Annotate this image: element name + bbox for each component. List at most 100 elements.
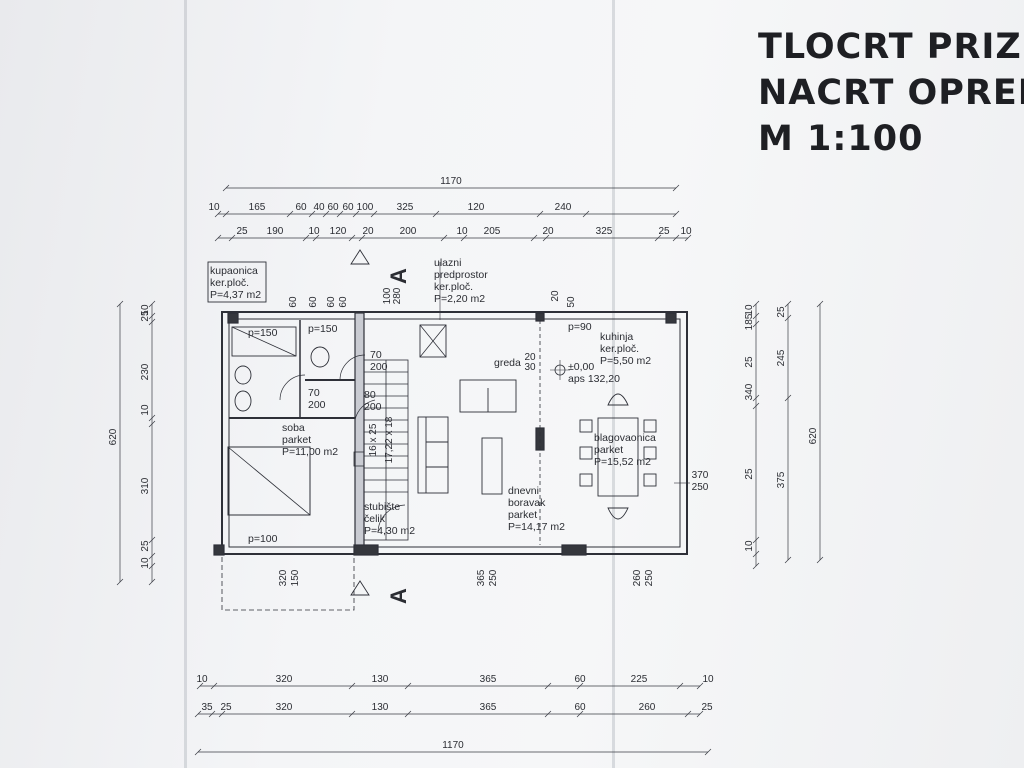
dimension-label: 25 [220, 702, 232, 713]
dimension-label: 10 [140, 304, 151, 316]
room-label-living: boravak [508, 497, 546, 509]
dimension-tick [696, 710, 704, 718]
dimension-tick [194, 710, 202, 718]
interior-wall [354, 312, 365, 554]
dimension-label: 1170 [440, 176, 462, 187]
sofa-body [417, 416, 449, 494]
room-label-stairs: čelik [364, 513, 386, 525]
dimension-label: 60 [574, 674, 586, 685]
opening-dimension: 370 [692, 470, 709, 481]
dimension-tick [116, 300, 124, 308]
bed [227, 446, 311, 516]
dimension-label: 130 [372, 674, 389, 685]
dimension-label: 20 [362, 226, 374, 237]
dimension-tick [684, 234, 692, 242]
dimension-tick [222, 184, 230, 192]
dimension-lines [116, 184, 824, 756]
toilet [234, 365, 252, 385]
dining-set [579, 393, 657, 520]
beam-size-label: 20 [524, 352, 536, 363]
dimension-label: 120 [330, 226, 347, 237]
door-swing [279, 374, 306, 401]
column [665, 312, 677, 324]
dimension-label: 620 [108, 428, 119, 445]
dimension-tick [752, 536, 760, 544]
dimension-tick [116, 578, 124, 586]
dimension-tick [530, 234, 538, 242]
section-marker: A [386, 588, 411, 604]
dimension-tick [214, 210, 222, 218]
dimension-tick [148, 578, 156, 586]
dimension-tick [672, 234, 680, 242]
dimension-label: 230 [140, 363, 151, 380]
dimension-tick [432, 210, 440, 218]
column [353, 544, 379, 556]
door-size-label: 200 [364, 401, 382, 413]
chair [607, 393, 629, 406]
dimension-tick [684, 710, 692, 718]
sofa [417, 416, 449, 494]
dimension-tick [654, 234, 662, 242]
armchair [459, 379, 517, 413]
bidet [234, 390, 252, 412]
chair [607, 507, 629, 520]
chair [579, 446, 593, 460]
dimension-tick [752, 562, 760, 570]
dimension-label: 205 [484, 226, 501, 237]
terrace-outline [221, 553, 355, 611]
room-label-kitchen: P=5,50 m2 [600, 355, 651, 367]
door-size-label: 70 [370, 349, 382, 361]
room-label-stairs: P=4,30 m2 [364, 525, 415, 537]
dimension-label: 200 [400, 226, 417, 237]
dimension-tick [148, 552, 156, 560]
dimension-tick [404, 682, 412, 690]
opening-dimension: 60 [288, 296, 299, 308]
room-label-kitchen: ker.ploč. [600, 343, 639, 355]
dimension-label: 225 [631, 674, 648, 685]
walls [207, 249, 690, 611]
door-size-label: 200 [308, 399, 326, 411]
dimension-label: 365 [480, 702, 497, 713]
dimension-label: 120 [468, 202, 485, 213]
dimension-label: 25 [140, 310, 151, 322]
dimension-label: 40 [313, 202, 325, 213]
dimension-label: 10 [140, 557, 151, 569]
dimension-tick [816, 300, 824, 308]
window-label: p=90 [568, 321, 592, 333]
dimension-tick [544, 710, 552, 718]
room-label-bedroom: soba [282, 422, 305, 434]
dimension-label: 60 [295, 202, 307, 213]
shaft [419, 324, 447, 358]
dimension-label: 10 [702, 674, 714, 685]
dimension-tick [676, 682, 684, 690]
dimension-label: 25 [744, 356, 755, 368]
dimension-label: 10 [680, 226, 692, 237]
section-arrow [350, 580, 370, 596]
room-label-entrance: ker.ploč. [434, 281, 473, 293]
dimension-tick [286, 210, 294, 218]
dimension-label: 60 [342, 202, 354, 213]
dimension-label: 365 [480, 674, 497, 685]
room-label-dining: P=15,52 m2 [594, 456, 651, 468]
opening-dimension: 150 [290, 569, 301, 586]
dimension-label: 10 [744, 304, 755, 316]
beam-label: greda [494, 357, 521, 369]
room-label-entrance: P=2,20 m2 [434, 293, 485, 305]
opening-dimension: 250 [644, 569, 655, 586]
section-marker: A [386, 268, 411, 284]
room-label-entrance: predprostor [434, 269, 488, 281]
dimension-tick [672, 184, 680, 192]
opening-dimension: 280 [392, 287, 403, 304]
dimension-tick [308, 210, 316, 218]
dimension-label: 10 [456, 226, 468, 237]
dimension-tick [784, 314, 792, 322]
dimension-tick [358, 234, 366, 242]
dimension-tick [196, 682, 204, 690]
opening-dimension: 20 [550, 290, 561, 302]
door-size-label: 80 [364, 389, 376, 401]
dimension-label: 25 [236, 226, 248, 237]
column [227, 312, 239, 324]
dimension-tick [348, 710, 356, 718]
